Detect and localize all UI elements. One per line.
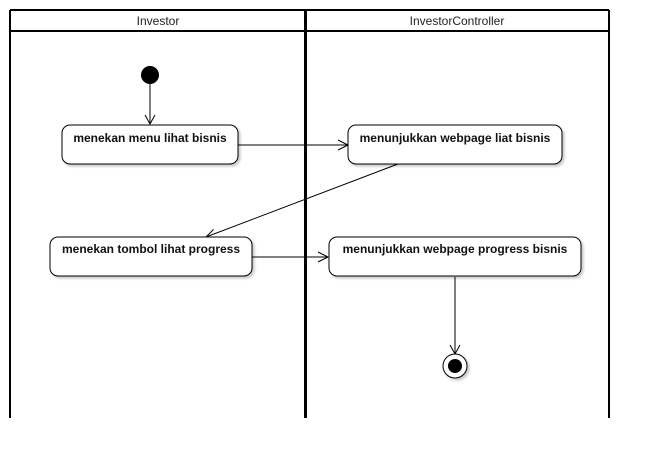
activity-menekan-menu-lihat-bisnis: menekan menu lihat bisnis xyxy=(61,124,239,165)
flow-a2-to-a3 xyxy=(204,163,399,239)
final-node xyxy=(442,353,468,379)
flow-a1-to-a2 xyxy=(238,139,350,151)
activity-label: menunjukkan webpage progress bisnis xyxy=(343,242,568,256)
swimlane-frame xyxy=(9,9,610,418)
flow-start-to-a1 xyxy=(144,84,156,126)
lane-title-investor-controller: InvestorController xyxy=(410,14,505,28)
activity-menekan-tombol-lihat-progress: menekan tombol lihat progress xyxy=(49,236,253,277)
initial-node xyxy=(141,66,159,84)
activity-label: menekan menu lihat bisnis xyxy=(73,131,227,145)
activity-label: menunjukkan webpage liat bisnis xyxy=(360,131,551,145)
control-flows xyxy=(144,84,461,356)
flow-a4-to-end xyxy=(449,277,461,356)
flow-a3-to-a4 xyxy=(252,251,330,263)
activity-menunjukkan-webpage-liat-bisnis: menunjukkan webpage liat bisnis xyxy=(347,124,563,165)
activity-menunjukkan-webpage-progress-bisnis: menunjukkan webpage progress bisnis xyxy=(328,236,582,277)
lane-title-investor: Investor xyxy=(137,14,180,28)
activity-label: menekan tombol lihat progress xyxy=(62,242,240,256)
